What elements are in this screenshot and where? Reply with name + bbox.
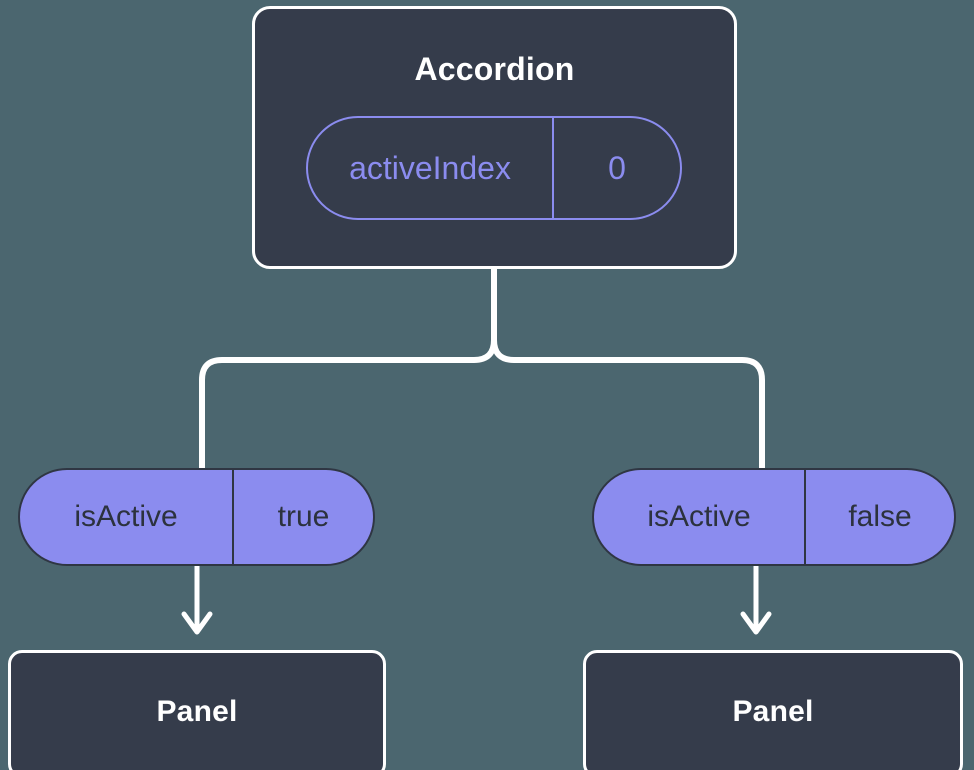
state-pill-value: 0 xyxy=(608,149,626,186)
prop-pill-key: isActive xyxy=(20,470,234,564)
arrow-head-left xyxy=(181,611,213,635)
arrow-head-right xyxy=(740,611,772,635)
prop-pill-value: false xyxy=(848,500,912,533)
prop-pill-isactive-false[interactable]: isActive false xyxy=(592,468,956,566)
node-panel-right[interactable]: Panel xyxy=(583,650,963,770)
prop-pill-value: true xyxy=(277,500,330,533)
fork-connector-right xyxy=(491,337,765,471)
node-panel-left-label: Panel xyxy=(156,695,238,728)
node-panel-right-label: Panel xyxy=(732,695,814,728)
node-panel-left[interactable]: Panel xyxy=(8,650,386,770)
node-accordion-label: Accordion xyxy=(414,51,575,87)
fork-connector xyxy=(199,266,497,471)
prop-pill-isactive-true[interactable]: isActive true xyxy=(18,468,375,566)
prop-pill-key: isActive xyxy=(594,470,806,564)
state-pill-activeindex[interactable]: activeIndex 0 xyxy=(306,116,682,220)
state-pill-key: activeIndex xyxy=(308,118,554,218)
